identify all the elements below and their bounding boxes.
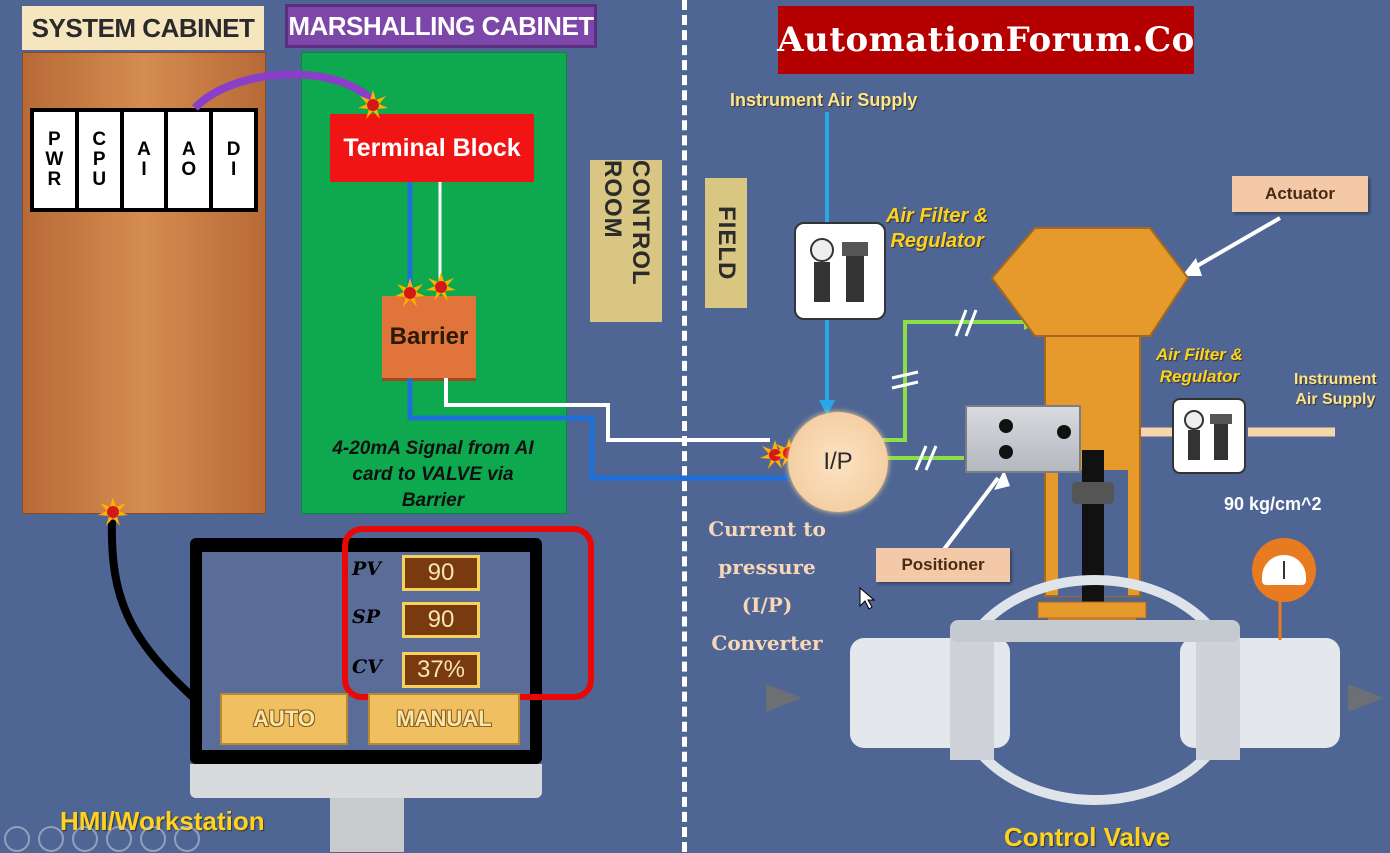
io-card-letter: C xyxy=(92,129,107,150)
spark-icon xyxy=(358,90,388,119)
filter-regulator-2-line-1: Air Filter & xyxy=(1156,345,1243,364)
flow-in-arrow-icon xyxy=(766,684,802,712)
signal-note-line-3: Barrier xyxy=(401,490,465,511)
io-card-letter: R xyxy=(47,169,62,190)
filter-regulator-1-line-2: Regulator xyxy=(890,230,984,252)
cv-value-field: 37% xyxy=(402,652,480,688)
spark-icon xyxy=(395,278,425,307)
next-icon[interactable] xyxy=(38,826,64,852)
io-card-letter: U xyxy=(92,169,107,190)
control-room-label: CONTROL ROOM xyxy=(599,160,654,286)
flow-out-arrow-icon xyxy=(1348,684,1384,712)
control-valve-assembly xyxy=(850,227,1340,805)
control-valve-label: Control Valve xyxy=(1004,822,1171,852)
terminal-block: Terminal Block xyxy=(330,114,534,182)
hmi-monitor-bezel xyxy=(190,764,542,798)
filter-regulator-1-label: Air Filter & Regulator xyxy=(886,204,988,254)
filter-regulator-icon xyxy=(810,238,868,302)
io-card-letter: P xyxy=(48,129,61,150)
sp-value-field: 90 xyxy=(402,602,480,638)
io-card-letter: I xyxy=(230,159,237,180)
io-card-letter: O xyxy=(181,159,197,180)
brand-banner: AutomationForum.Co xyxy=(777,6,1195,74)
io-card-letter: A xyxy=(137,139,151,160)
highlight-box xyxy=(342,526,594,700)
manual-button[interactable]: MANUAL xyxy=(368,693,520,745)
sp-tag: SP xyxy=(352,606,381,628)
field-label: FIELD xyxy=(713,205,740,281)
signal-note-line-2: card to VALVE via xyxy=(352,464,514,485)
ip-label: I/P xyxy=(823,448,853,475)
instrument-air-right-line-2: Air Supply xyxy=(1295,391,1376,408)
instrument-air-right-line-1: Instrument xyxy=(1294,371,1377,388)
converter-line-1: Current to xyxy=(708,517,826,541)
filter-regulator-2 xyxy=(1172,398,1246,474)
pv-value-field: 90 xyxy=(402,555,480,591)
brand-label: AutomationForum.Co xyxy=(777,20,1195,60)
player-controls xyxy=(4,826,200,852)
filter-regulator-icon xyxy=(1184,410,1232,460)
filter-regulator-2-label: Air Filter & Regulator xyxy=(1156,344,1243,388)
instrument-air-label-top: Instrument Air Supply xyxy=(730,90,918,110)
cv-tag: CV xyxy=(352,656,382,678)
actuator-label: Actuator xyxy=(1232,176,1368,212)
io-card-letter: I xyxy=(141,159,147,180)
spark-icon xyxy=(760,440,790,469)
instrument-air-label-right: Instrument Air Supply xyxy=(1294,370,1377,410)
io-card-letter: P xyxy=(92,149,106,170)
zone-divider xyxy=(682,0,687,852)
system-cabinet-title: SYSTEM CABINET xyxy=(22,6,264,50)
spark-icon xyxy=(426,272,456,301)
ip-converter: I/P xyxy=(788,412,888,512)
converter-line-4: Converter xyxy=(711,631,823,655)
filter-regulator-1-line-1: Air Filter & xyxy=(886,205,989,227)
converter-label: Current to pressure (I/P) Converter xyxy=(702,510,832,662)
io-card-letter: W xyxy=(45,149,64,170)
signal-note-line-1: 4-20mA Signal from AI xyxy=(332,438,534,459)
prev-icon[interactable] xyxy=(4,826,30,852)
spark-icon xyxy=(98,497,128,526)
field-label-box: FIELD xyxy=(705,178,747,308)
filter-regulator-1 xyxy=(794,222,886,320)
pressure-label: 90 kg/cm^2 xyxy=(1224,494,1322,514)
converter-line-2: pressure xyxy=(718,555,816,579)
positioner xyxy=(965,405,1081,473)
hmi-monitor-stand xyxy=(330,798,404,852)
barrier: Barrier xyxy=(382,296,476,381)
slides-icon[interactable] xyxy=(106,826,132,852)
pen-icon[interactable] xyxy=(72,826,98,852)
auto-button[interactable]: AUTO xyxy=(220,693,348,745)
more-icon[interactable] xyxy=(174,826,200,852)
io-card-letter: D xyxy=(226,139,241,160)
filter-regulator-2-line-2: Regulator xyxy=(1159,367,1240,386)
io-card-letter: A xyxy=(181,139,196,160)
control-room-label-box: CONTROL ROOM xyxy=(590,160,662,322)
gauge-icon xyxy=(1262,555,1306,585)
pv-tag: PV xyxy=(352,558,382,580)
signal-note: 4-20mA Signal from AI card to VALVE via … xyxy=(306,436,560,514)
positioner-label: Positioner xyxy=(876,548,1010,582)
converter-line-3: (I/P) xyxy=(741,593,793,617)
marshalling-cabinet-title: MARSHALLING CABINET xyxy=(285,4,597,48)
zoom-icon[interactable] xyxy=(140,826,166,852)
pressure-gauge xyxy=(1252,538,1316,602)
